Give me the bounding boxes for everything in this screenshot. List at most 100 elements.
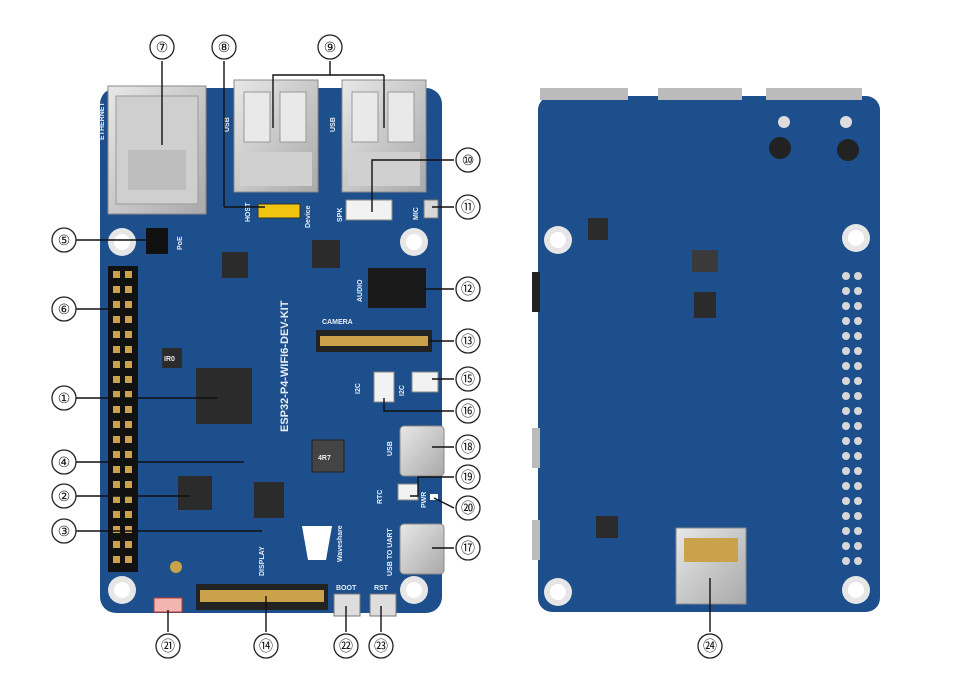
usb-c-label: USB (387, 441, 394, 456)
gpio-pins-back (842, 272, 862, 565)
svg-text:①: ① (58, 390, 71, 406)
gpio-pad (854, 527, 862, 535)
callout-12: ⑫ (455, 276, 481, 302)
gpio-pad (854, 392, 862, 400)
gpio-pin (125, 361, 132, 368)
callout-4: ④ (51, 449, 77, 475)
rst-label: RST (374, 585, 389, 592)
callout-3: ③ (51, 518, 77, 544)
spk-label: SPK (337, 208, 344, 222)
callout-21: ㉑ (155, 633, 181, 659)
callout-24: ㉔ (697, 633, 723, 659)
callout-9: ⑨ (317, 34, 343, 60)
usb-to-uart-port (399, 523, 445, 575)
microphone (423, 199, 439, 219)
antenna-connector (153, 597, 183, 613)
usb-a-port-1 (233, 79, 319, 193)
waveshare-brand: Waveshare (337, 525, 344, 562)
gpio-pin (125, 526, 132, 533)
gpio-pad (842, 527, 850, 535)
callout-14: ⑭ (253, 633, 279, 659)
gpio-pad (854, 542, 862, 550)
gpio-pad (854, 347, 862, 355)
gpio-pin (113, 406, 120, 413)
gpio-pad (842, 542, 850, 550)
gpio-pad (842, 362, 850, 370)
svg-text:㉑: ㉑ (161, 638, 175, 654)
callout-20: ⑳ (455, 495, 481, 521)
svg-text:⑮: ⑮ (461, 371, 475, 387)
gpio-pin (125, 316, 132, 323)
i2c-label-a: I2C (355, 383, 362, 394)
gpio-pin (113, 316, 120, 323)
flash-chip (254, 482, 284, 518)
audio-label: AUDIO (357, 279, 364, 302)
gpio-pin (113, 556, 120, 563)
gpio-pin (113, 346, 120, 353)
rst-button (369, 593, 397, 617)
svg-text:⑳: ⑳ (461, 500, 475, 516)
svg-text:⑱: ⑱ (461, 439, 475, 455)
callout-10: ⑩ (455, 147, 481, 173)
tf-card-slot (675, 527, 747, 605)
gpio-pin (113, 376, 120, 383)
esp32-p4-chip (196, 368, 252, 424)
gpio-pin (113, 361, 120, 368)
callout-6: ⑥ (51, 296, 77, 322)
ethernet-port (107, 85, 207, 215)
gpio-pin (113, 511, 120, 518)
svg-text:㉔: ㉔ (703, 638, 717, 654)
svg-text:⑲: ⑲ (461, 469, 475, 485)
inductor-label: 4R7 (318, 455, 331, 462)
callout-13: ⑬ (455, 328, 481, 354)
gpio-pad (842, 272, 850, 280)
svg-text:⑦: ⑦ (156, 39, 169, 55)
gpio-pad (842, 392, 850, 400)
gpio-pad (854, 272, 862, 280)
ethernet-label: ETHERNET (99, 102, 106, 140)
rtc-label: RTC (377, 490, 384, 504)
gpio-pad (842, 332, 850, 340)
gpio-pin (125, 346, 132, 353)
callout-16: ⑯ (455, 398, 481, 424)
svg-text:②: ② (58, 488, 71, 504)
callout-15: ⑮ (455, 366, 481, 392)
gpio-pin (113, 391, 120, 398)
gpio-pin (113, 331, 120, 338)
gpio-pad (854, 482, 862, 490)
gpio-pad (854, 332, 862, 340)
svg-text:⑩: ⑩ (462, 152, 475, 168)
gpio-pad (842, 422, 850, 430)
svg-text:⑧: ⑧ (218, 39, 231, 55)
back-pcb (538, 96, 880, 612)
gpio-pad (854, 377, 862, 385)
ethernet-pads-back (769, 116, 859, 161)
callout-17: ⑰ (455, 535, 481, 561)
gpio-pin (125, 376, 132, 383)
ir-label: IR0 (164, 356, 175, 363)
wifi-chip (178, 476, 212, 510)
gpio-pin (113, 481, 120, 488)
gpio-pad (854, 317, 862, 325)
i2c-connector-a (373, 371, 395, 403)
callout-2: ② (51, 483, 77, 509)
svg-text:④: ④ (58, 454, 71, 470)
ic-upper (222, 252, 248, 278)
gpio-pad (854, 452, 862, 460)
front-board: ETHERNET USB USB HOST Device SPK MIC PoE (99, 79, 445, 617)
gpio-pad (854, 422, 862, 430)
mount-holes-back (544, 224, 870, 606)
back-ic-3 (596, 516, 618, 538)
svg-text:③: ③ (58, 523, 71, 539)
svg-text:⑨: ⑨ (324, 39, 337, 55)
gpio-pin (125, 466, 132, 473)
gpio-pin (125, 451, 132, 458)
gpio-pin (113, 301, 120, 308)
usb-c-port (399, 425, 445, 477)
i2c-label-b: I2C (399, 385, 406, 396)
boot-label: BOOT (336, 585, 357, 592)
gpio-pin (125, 391, 132, 398)
gpio-pad (842, 407, 850, 415)
gpio-pad (842, 482, 850, 490)
gpio-pin (113, 496, 120, 503)
